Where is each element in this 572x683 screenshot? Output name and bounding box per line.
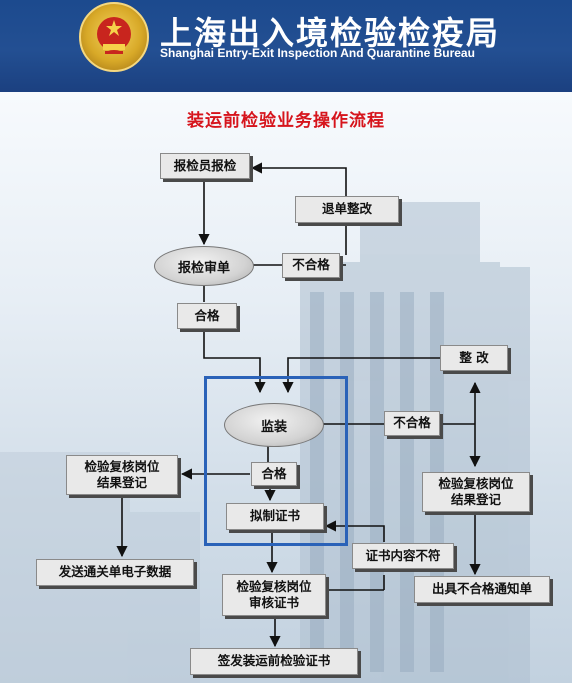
node-recheck-right-line1: 检验复核岗位: [438, 475, 514, 491]
national-emblem-icon: [79, 2, 149, 72]
bureau-title-en: Shanghai Entry-Exit Inspection And Quara…: [160, 46, 475, 60]
node-issue-cert: 签发装运前检验证书: [190, 648, 358, 675]
node-recheck-right: 检验复核岗位 结果登记: [422, 472, 530, 512]
node-send-data: 发送通关单电子数据: [36, 559, 194, 586]
node-fail-supervise: 不合格: [384, 411, 440, 436]
node-recheck-left: 检验复核岗位 结果登记: [66, 455, 178, 495]
node-fail-notice: 出具不合格通知单: [414, 576, 550, 603]
node-audit-line2: 审核证书: [248, 595, 299, 610]
node-pass-supervise: 合格: [251, 462, 297, 486]
node-supervise-oval: 监装: [224, 403, 324, 447]
node-draft-cert: 拟制证书: [226, 503, 324, 530]
node-review-oval: 报检审单: [154, 246, 254, 286]
node-cert-mismatch: 证书内容不符: [352, 543, 454, 569]
node-return-fix: 退单整改: [295, 196, 399, 223]
node-recheck-left-line1: 检验复核岗位: [84, 458, 160, 474]
node-audit: 检验复核岗位 审核证书: [222, 574, 326, 616]
bureau-title-cn: 上海出入境检验检疫局: [160, 14, 501, 52]
node-recheck-right-line2: 结果登记: [450, 492, 501, 507]
highlight-frame: [204, 376, 348, 546]
node-fail-review: 不合格: [282, 253, 340, 278]
node-declarant: 报检员报检: [160, 153, 250, 179]
node-pass-review: 合格: [177, 303, 237, 329]
node-rectify: 整 改: [440, 345, 508, 371]
node-recheck-left-line2: 结果登记: [96, 475, 147, 490]
header-banner: 上海出入境检验检疫局 Shanghai Entry-Exit Inspectio…: [0, 0, 572, 92]
flowchart-title: 装运前检验业务操作流程: [187, 111, 385, 131]
node-audit-line1: 检验复核岗位: [236, 578, 312, 594]
